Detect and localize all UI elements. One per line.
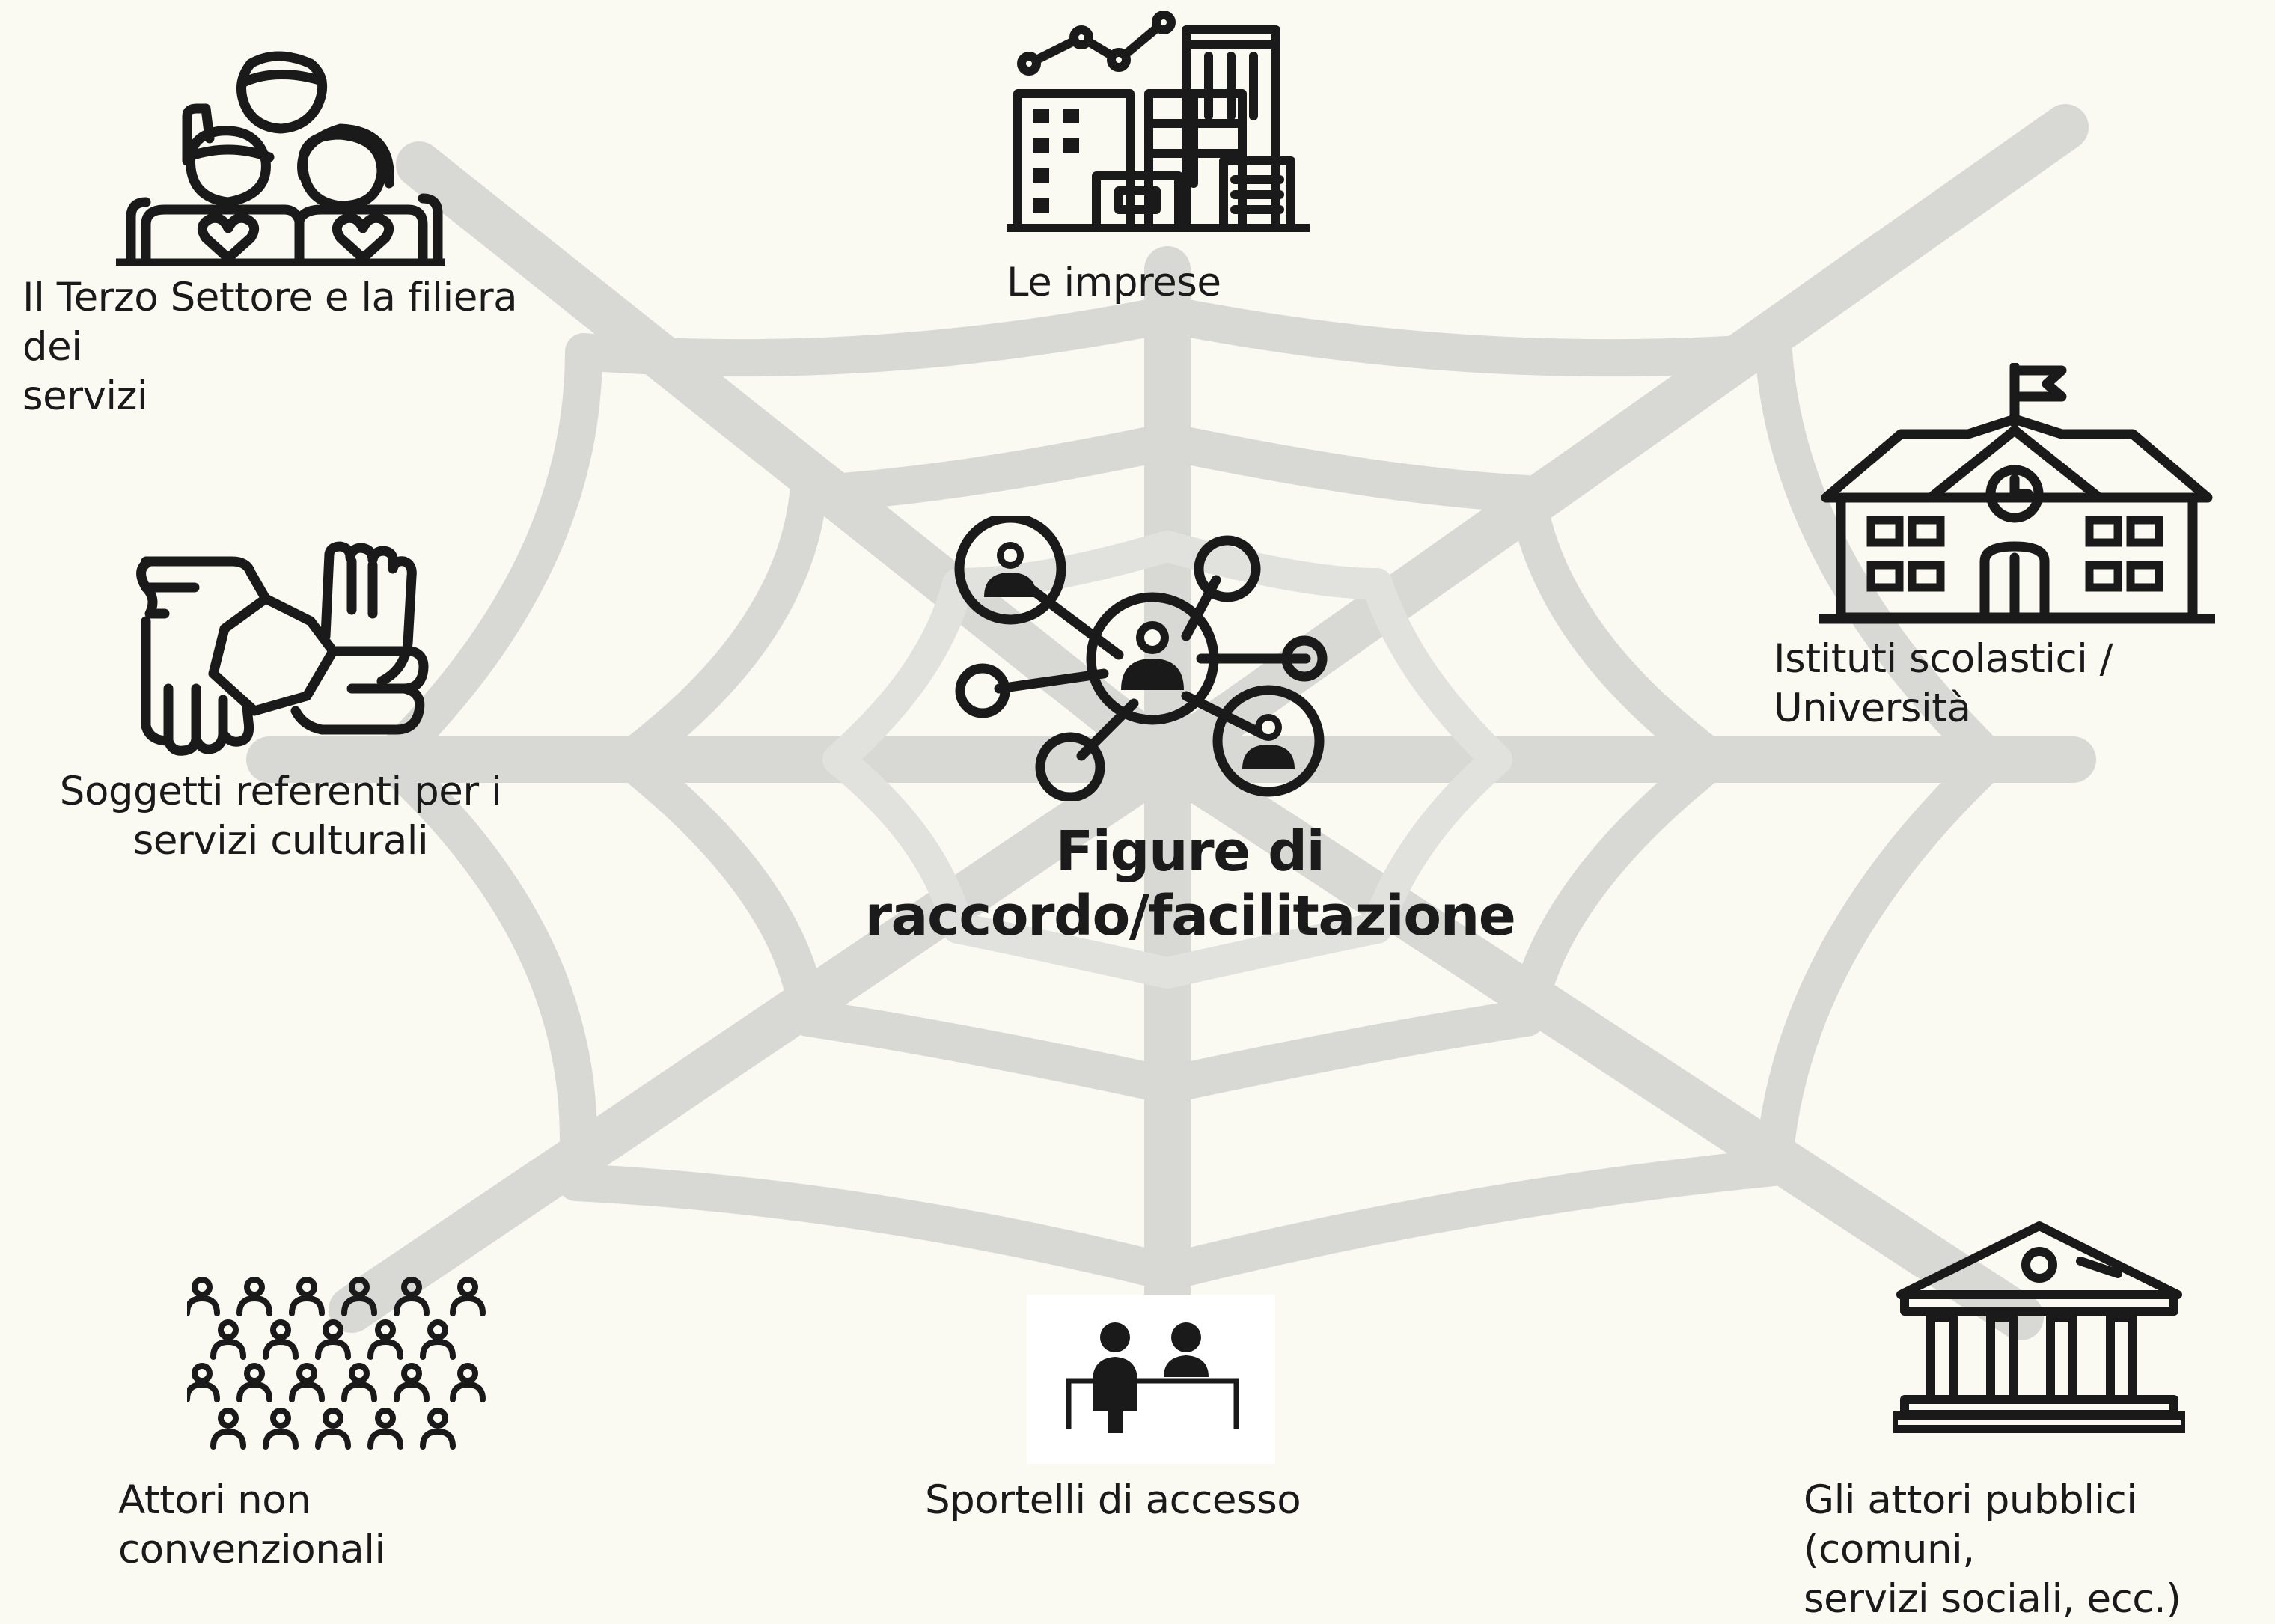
node-label-attori-non-conv: Attori non convenzionali [118,1477,385,1572]
node-label-culturali-line2: servizi culturali [132,818,429,864]
node-label-culturali-line1: Soggetti referenti per i [59,769,502,814]
network-people-icon [954,516,1328,801]
node-label-istituti: Istituti scolastici / Università [1774,636,2113,731]
community-people-icon [116,51,445,266]
service-desk-icon [1066,1322,1239,1433]
school-building-icon [1819,363,2215,624]
diagram-canvas: Figure di raccordo/facilitazione [22,11,2215,1622]
node-label-attori-pubblici-line1: Gli attori pubblici (comuni, [1804,1477,2137,1572]
node-label-terzo-settore-line1: Il Terzo Settore e la filiera dei [22,275,518,370]
central-title: Figure di raccordo/facilitazione [864,819,1516,948]
node-label-terzo-settore-line2: servizi [22,373,148,419]
node-label-sportelli: Sportelli di accesso [925,1477,1301,1523]
node-label-attori-pubblici-line2: servizi sociali, ecc.) [1804,1576,2181,1622]
public-institution-icon [1893,1221,2185,1433]
node-label-culturali: Soggetti referenti per i servizi cultura… [30,767,531,866]
node-label-terzo-settore: Il Terzo Settore e la filiera dei serviz… [22,273,561,421]
node-label-imprese: Le imprese [1007,260,1221,305]
business-buildings-icon [1007,11,1310,232]
joined-hands-icon [136,541,429,756]
crowd-icon [187,1277,486,1450]
node-label-attori-pubblici: Gli attori pubblici (comuni, servizi soc… [1804,1476,2275,1624]
